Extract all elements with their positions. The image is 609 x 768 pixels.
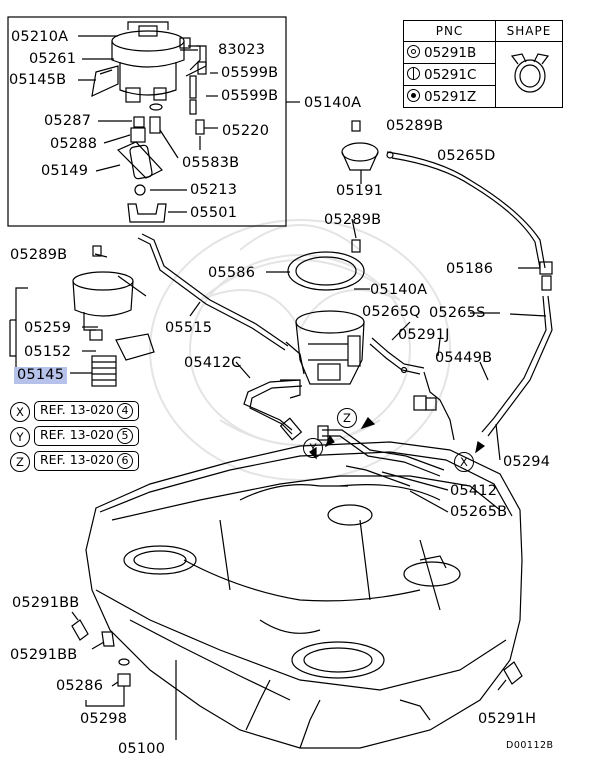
connection-marker-x: X [454, 452, 474, 472]
label-05186: 05186 [446, 261, 494, 277]
label-05100: 05100 [118, 741, 166, 757]
label-05289B-2: 05289B [324, 212, 382, 228]
clip-parts-05291BB [71, 611, 115, 650]
label-05298: 05298 [80, 711, 128, 727]
fuel-tank-05100 [85, 441, 523, 749]
label-05149: 05149 [41, 163, 89, 179]
label-05289B-3: 05289B [10, 247, 68, 263]
label-05294: 05294 [503, 454, 551, 470]
pump-assembly-inset [7, 16, 287, 227]
legend-shape-cell [495, 41, 563, 108]
label-05213: 05213 [190, 182, 238, 198]
label-05586: 05586 [208, 265, 256, 281]
ref-num-z: 6 [117, 453, 133, 469]
drain-plug-05286 [85, 658, 131, 707]
ref-text-z: REF. 13-020 [40, 452, 114, 467]
flow-arrows [309, 417, 486, 460]
label-05599B-2: 05599B [221, 88, 279, 104]
ref-num-x: 4 [117, 403, 133, 419]
legend-pnc-05291C: 05291C [424, 66, 477, 83]
legend-row-05291C: 05291C [403, 63, 496, 86]
label-05412C: 05412C [184, 355, 242, 371]
fuel-line-05412C [243, 379, 303, 441]
label-05261: 05261 [29, 51, 77, 67]
legend-row-05291B: 05291B [403, 41, 496, 64]
ref-key-y: Y [10, 427, 30, 447]
ref-text-x: REF. 13-020 [40, 402, 114, 417]
watermark-emblem [149, 219, 451, 481]
label-05152: 05152 [24, 344, 72, 360]
label-05265B: 05265B [450, 504, 508, 520]
connection-marker-y: Y [303, 438, 323, 458]
label-05501: 05501 [190, 205, 238, 221]
legend-header-shape: SHAPE [495, 20, 563, 42]
label-05220: 05220 [222, 123, 270, 139]
label-05140A-mid: 05140A [370, 282, 428, 298]
label-05265D: 05265D [437, 148, 496, 164]
label-05599B-1: 05599B [221, 65, 279, 81]
ref-key-x: X [10, 402, 30, 422]
label-05291BB-2: 05291BB [10, 647, 78, 663]
label-05191: 05191 [336, 183, 384, 199]
pump-module-center [280, 239, 365, 399]
legend-row-05291Z: 05291Z [403, 85, 496, 108]
label-05259: 05259 [24, 320, 72, 336]
legend-pnc-05291Z: 05291Z [424, 88, 477, 105]
connector-pins [185, 45, 207, 150]
pump-module-left [72, 245, 155, 387]
label-05412: 05412 [450, 483, 498, 499]
label-05145-highlighted[interactable]: 05145 [14, 367, 68, 384]
label-05210A: 05210A [11, 29, 69, 45]
fuel-filter-parts [116, 103, 167, 223]
label-05289B-1: 05289B [386, 118, 444, 134]
fuel-tube-05515 [137, 233, 289, 351]
label-05265S: 05265S [429, 305, 486, 321]
label-05288: 05288 [50, 136, 98, 152]
label-05515: 05515 [165, 320, 213, 336]
circle-bar-icon [407, 66, 420, 80]
label-05291J: 05291J [398, 327, 450, 343]
label-05287: 05287 [44, 113, 92, 129]
hose-05294 [481, 295, 553, 461]
ref-text-y: REF. 13-020 [40, 427, 114, 442]
leader-lines-mid [189, 218, 500, 513]
label-05449B: 05449B [435, 350, 493, 366]
diagram-code: D00112B [506, 740, 554, 751]
label-83023: 83023 [218, 42, 266, 58]
pnc-shape-legend: PNC SHAPE 05291B 05291C 05291Z [403, 20, 563, 108]
hose-05412 [317, 425, 445, 487]
label-05286: 05286 [56, 678, 104, 694]
lock-ring-05586 [287, 251, 365, 291]
ref-num-y: 5 [117, 428, 133, 444]
leader-lines-top [78, 35, 300, 213]
fuel-filler-cap [341, 120, 379, 184]
legend-header-pnc: PNC [403, 20, 496, 42]
label-05145B: 05145B [9, 72, 67, 88]
filled-circle-icon [407, 88, 420, 102]
label-05265Q: 05265Q [362, 304, 421, 320]
label-05140A-top: 05140A [304, 95, 362, 111]
ref-key-z: Z [10, 452, 30, 472]
label-05583B: 05583B [182, 155, 240, 171]
legend-pnc-05291B: 05291B [424, 44, 477, 61]
pump-assembly-top [91, 21, 201, 103]
label-05291BB-1: 05291BB [12, 595, 80, 611]
hose-05265Q [369, 337, 425, 375]
label-05291H: 05291H [478, 711, 537, 727]
vent-valve-05449B [413, 371, 455, 441]
vent-hose-05265D [386, 151, 546, 269]
double-circle-icon [407, 44, 420, 58]
check-valve-05186 [518, 261, 553, 291]
clip-05291H [497, 661, 523, 691]
connection-marker-z: Z [337, 408, 357, 428]
